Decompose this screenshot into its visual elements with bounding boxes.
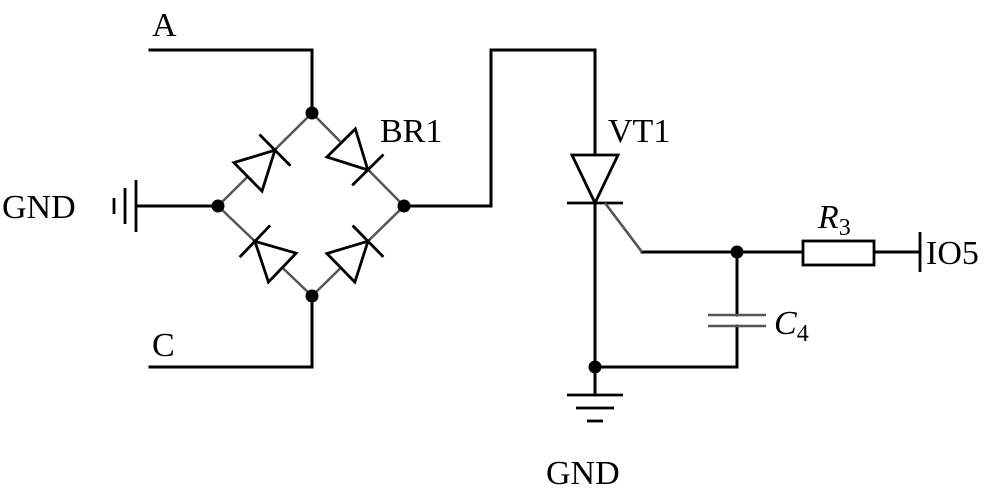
diode-bottom-right <box>324 224 385 285</box>
label-bridge: BR1 <box>380 113 442 150</box>
diode-bottom-left <box>238 224 299 285</box>
label-capacitor: C4 <box>774 305 809 347</box>
ground-left-symbol <box>112 180 138 232</box>
label-resistor-sub: 3 <box>839 215 851 241</box>
label-capacitor-letter: C <box>774 305 797 342</box>
wire-a <box>148 48 314 115</box>
junction-ground-node <box>588 360 602 374</box>
diode-top-left <box>231 133 292 194</box>
thyristor-body <box>569 153 621 207</box>
thyristor-gate <box>603 202 644 253</box>
ground-bottom-symbol <box>567 393 623 423</box>
wires <box>136 48 922 397</box>
bridge-rectifier <box>217 112 405 297</box>
capacitor-c4 <box>708 313 766 328</box>
wire-cap-bottom <box>593 324 739 369</box>
label-capacitor-sub: 4 <box>797 321 809 347</box>
diode-top-right <box>324 126 385 187</box>
junction-bridge-left <box>211 199 225 213</box>
junction-bridge-right <box>397 199 411 213</box>
junction-gate-node <box>730 245 744 259</box>
label-resistor: R3 <box>817 199 851 241</box>
junction-dots <box>211 106 744 374</box>
wire-bridge-out <box>402 48 597 208</box>
label-resistor-letter: R <box>817 199 839 236</box>
label-terminal-a: A <box>152 7 177 44</box>
junction-bridge-top <box>305 106 319 120</box>
label-io5: IO5 <box>926 235 979 272</box>
label-terminal-c: C <box>152 327 175 364</box>
label-gnd-left: GND <box>2 189 76 226</box>
resistor-r3 <box>801 239 876 267</box>
label-thyristor: VT1 <box>608 113 670 150</box>
wire-c <box>148 294 314 369</box>
label-gnd-bottom: GND <box>546 455 620 492</box>
thyristor-vt1 <box>567 153 644 253</box>
junction-bridge-bottom <box>305 289 319 303</box>
